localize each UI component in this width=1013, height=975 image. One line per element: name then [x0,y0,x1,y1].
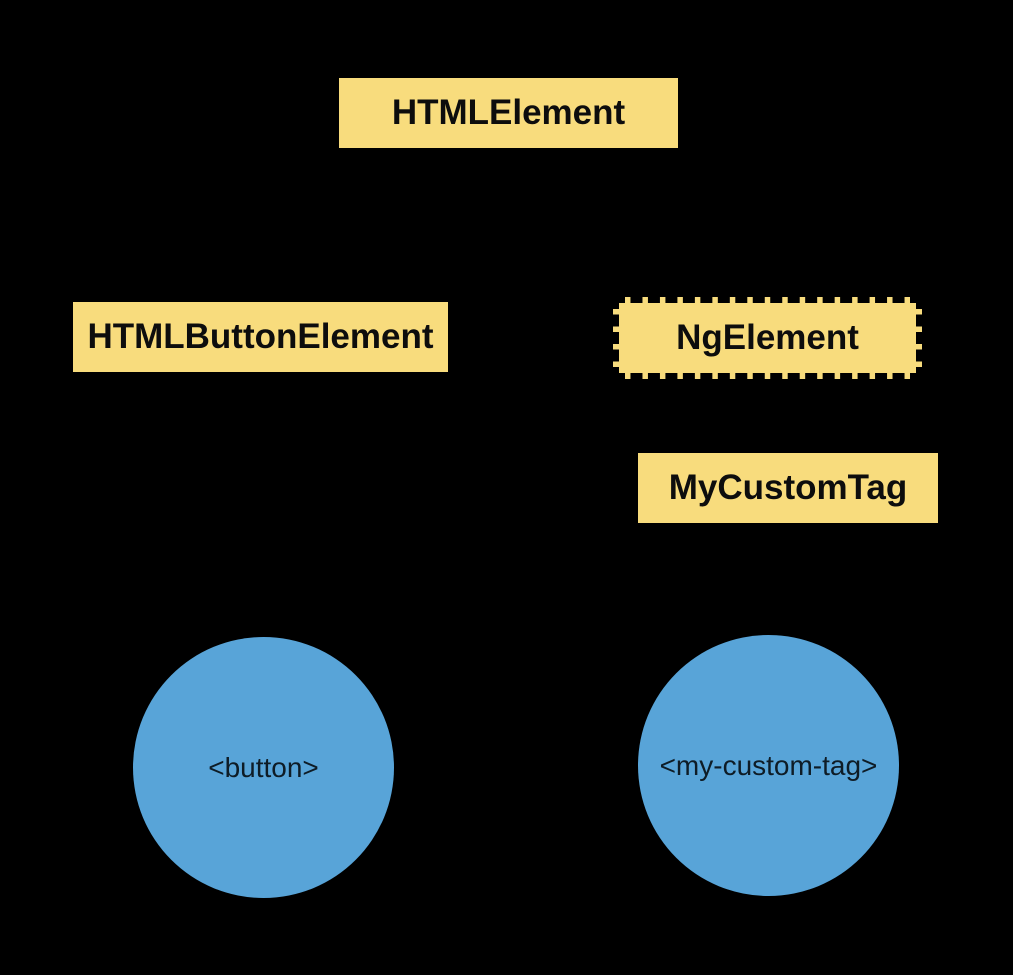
element-circle-my-custom-tag-label: <my-custom-tag> [659,749,878,781]
class-box-html-button-element: HTMLButtonElement [73,302,448,372]
class-box-ng-element-label: NgElement [676,318,859,357]
class-box-my-custom-tag: MyCustomTag [638,453,938,523]
class-box-html-element: HTMLElement [339,78,678,148]
element-circle-my-custom-tag: <my-custom-tag> [638,635,899,896]
class-box-ng-element: NgElement [613,297,922,379]
class-box-html-element-label: HTMLElement [391,93,626,132]
class-box-html-button-element-label: HTMLButtonElement [87,317,434,356]
element-circle-button: <button> [133,637,394,898]
class-box-my-custom-tag-label: MyCustomTag [668,468,908,507]
element-circle-button-label: <button> [208,751,319,783]
